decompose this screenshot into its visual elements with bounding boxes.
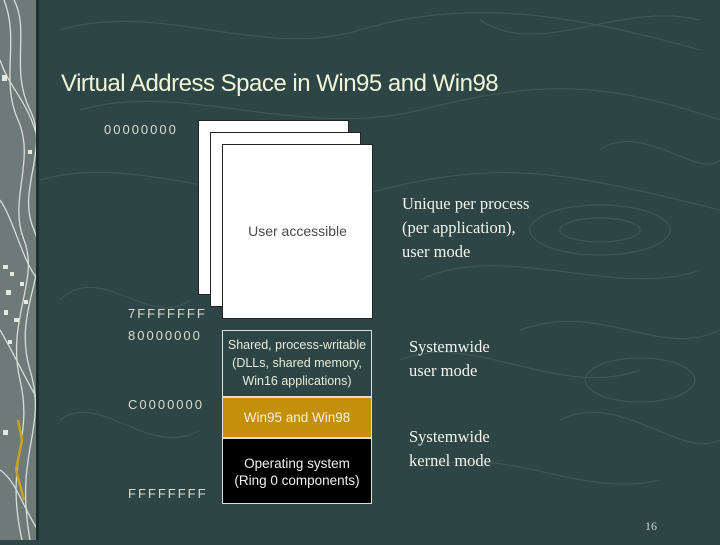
decorative-sidebar	[0, 0, 40, 541]
address-c0000000: C0000000	[128, 397, 204, 412]
win9x-region: Win95 and Win98	[222, 397, 372, 438]
description-line: kernel mode	[409, 451, 492, 470]
shared-region-line: Win16 applications)	[242, 374, 352, 388]
description-line: user mode	[409, 361, 478, 380]
user-accessible-label: User accessible	[248, 223, 347, 239]
address-7fffffff: 7FFFFFFF	[128, 306, 207, 321]
process-page-front: User accessible	[222, 144, 373, 319]
sidebar-divider	[36, 0, 39, 540]
description-line: Systemwide	[409, 427, 490, 446]
unique-per-process-description: Unique per process (per application), us…	[402, 192, 529, 264]
description-line: (per application),	[402, 218, 516, 237]
description-line: user mode	[402, 242, 471, 261]
shared-region-line: Shared, process-writable	[227, 338, 367, 352]
systemwide-user-description: Systemwide user mode	[409, 335, 490, 383]
shared-region-line: (DLLs, shared memory,	[232, 356, 362, 370]
page-number: 16	[645, 519, 657, 533]
address-80000000: 80000000	[128, 328, 202, 343]
description-line: Unique per process	[402, 194, 530, 213]
os-region: Operating system (Ring 0 components)	[222, 438, 372, 504]
slide-title: Virtual Address Space in Win95 and Win98	[61, 70, 499, 97]
address-00000000: 00000000	[104, 122, 178, 137]
sidebar-pattern	[0, 0, 40, 541]
shared-region: Shared, process-writable (DLLs, shared m…	[222, 330, 372, 397]
address-ffffffff: FFFFFFFF	[128, 486, 208, 501]
os-region-line: (Ring 0 components)	[234, 473, 360, 488]
description-line: Systemwide	[409, 337, 490, 356]
os-region-line: Operating system	[244, 456, 350, 471]
win9x-region-label: Win95 and Win98	[243, 410, 351, 425]
systemwide-kernel-description: Systemwide kernel mode	[409, 425, 491, 473]
